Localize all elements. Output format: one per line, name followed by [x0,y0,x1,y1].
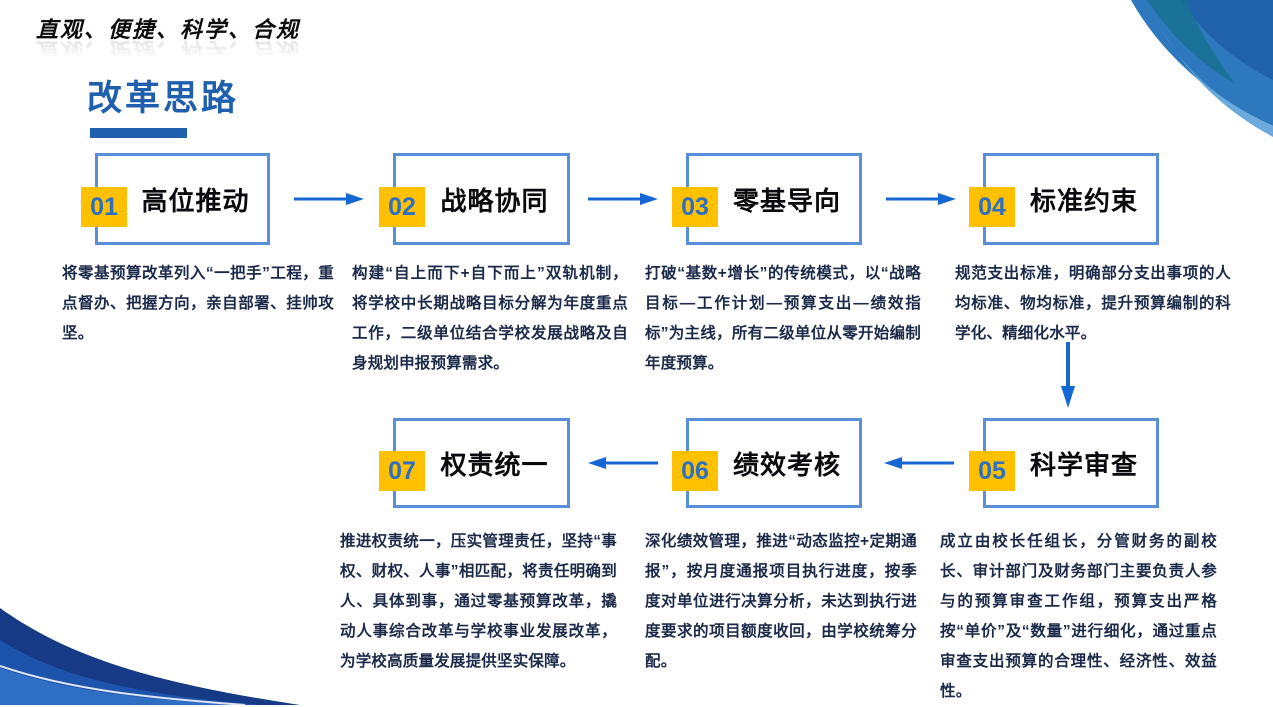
page-title: 改革思路 [87,79,240,118]
arrow-right-icon [886,193,956,205]
step-box-06: 06 绩效考核 [672,418,862,508]
step-title: 标准约束 [1029,185,1138,216]
step-number-badge: 02 [379,187,425,227]
step-number-badge: 05 [969,451,1015,491]
step-box-07: 07 权责统一 [379,418,570,508]
step-box-04: 04 标准约束 [969,153,1159,245]
step-title: 战略协同 [440,185,549,216]
step-number-badge: 04 [969,187,1015,227]
step-description: 构建“自上而下+自下而上”双轨机制，将学校中长期战略目标分解为年度重点工作，二级… [352,265,628,372]
arrow-left-icon [884,457,954,469]
arrow-down-icon [1061,342,1075,408]
slogan-reflection: 直观、便捷、科学、合规 [36,37,301,63]
step-number-badge: 07 [379,451,425,491]
title-underline [90,128,187,138]
step-box-01: 01 高位推动 [81,153,270,245]
top-right-swoosh [1131,0,1273,137]
step-description: 将零基预算改革列入“一把手”工程，重点督办、把握方向，亲自部署、挂帅攻坚。 [62,265,334,342]
arrow-right-icon [588,193,658,205]
step-box-03: 03 零基导向 [672,153,862,245]
step-box-05: 05 科学审查 [969,418,1159,508]
step-description: 打破“基数+增长”的传统模式，以“战略目标—工作计划—预算支出—绩效指标”为主线… [645,265,921,372]
step-title: 科学审查 [1029,449,1138,480]
step-title: 绩效考核 [732,449,841,480]
bottom-left-swoosh [0,608,300,705]
step-number-badge: 06 [672,451,718,491]
step-description: 规范支出标准，明确部分支出事项的人均标准、物均标准，提升预算编制的科学化、精细化… [955,265,1231,342]
step-box-02: 02 战略协同 [379,153,570,245]
step-description: 深化绩效管理，推进“动态监控+定期通报”，按月度通报项目执行进度，按季度对单位进… [645,533,917,670]
step-description: 成立由校长任组长，分管财务的副校长、审计部门及财务部门主要负责人参与的预算审查工… [940,533,1217,700]
step-title: 高位推动 [141,185,250,216]
slogan-text: 直观、便捷、科学、合规 [36,17,301,43]
arrow-left-icon [588,457,658,469]
step-title: 零基导向 [732,185,841,216]
step-number-badge: 03 [672,187,718,227]
step-title: 权责统一 [440,449,549,480]
step-number-badge: 01 [81,187,127,227]
step-description: 推进权责统一，压实管理责任，坚持“事权、财权、人事”相匹配，将责任明确到人、具体… [340,533,617,670]
arrow-right-icon [294,193,364,205]
